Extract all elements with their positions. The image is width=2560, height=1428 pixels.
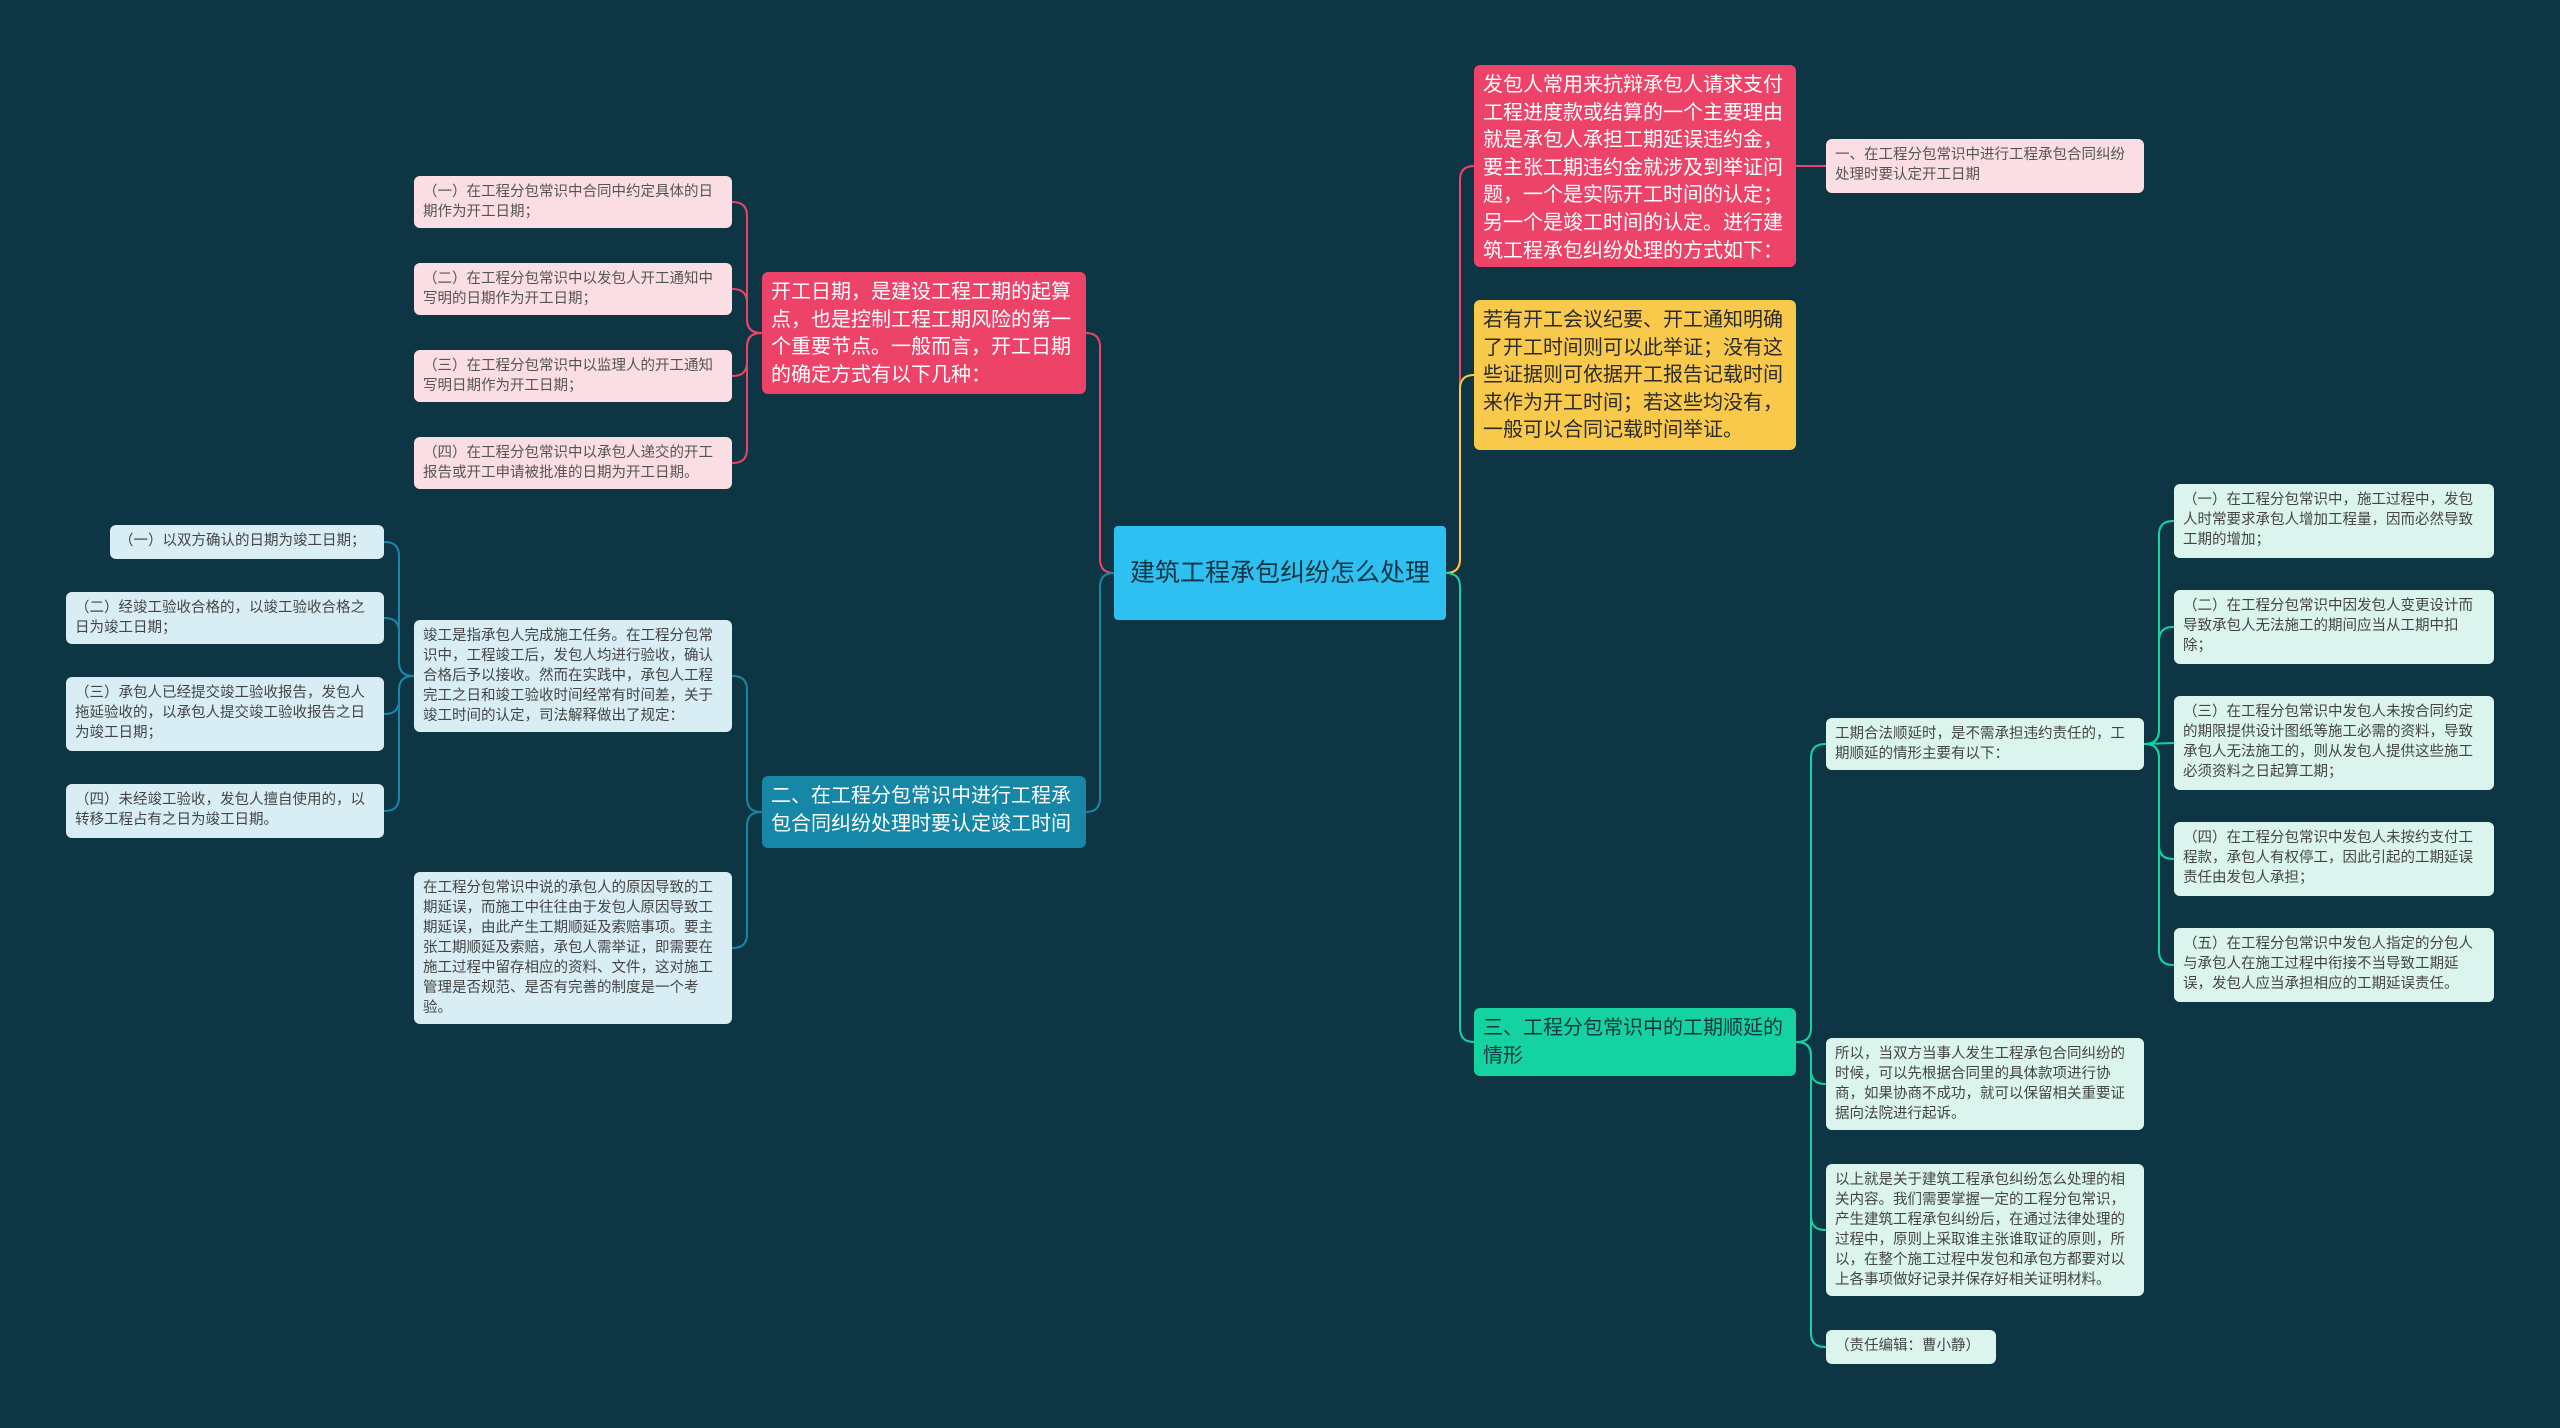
completion-item[interactable]: （三）承包人已经提交竣工验收报告，发包人拖延验收的，以承包人提交竣工验收报告之日…	[66, 677, 384, 751]
extension-cases-title[interactable]: 工期合法顺延时，是不需承担违约责任的，工期顺延的情形主要有以下：	[1826, 718, 2144, 770]
branch-meeting-evidence[interactable]: 若有开工会议纪要、开工通知明确了开工时间则可以此举证；没有这些证据则可依据开工报…	[1474, 300, 1796, 450]
confirm-start-date-item[interactable]: 一、在工程分包常识中进行工程承包合同纠纷处理时要认定开工日期	[1826, 139, 2144, 193]
extension-case-item[interactable]: （四）在工程分包常识中发包人未按约支付工程款，承包人有权停工，因此引起的工期延误…	[2174, 822, 2494, 896]
start-date-item[interactable]: （三）在工程分包常识中以监理人的开工通知写明日期作为开工日期；	[414, 350, 732, 402]
connector-line	[1445, 374, 1475, 574]
branch-extension-cases[interactable]: 三、工程分包常识中的工期顺延的情形	[1474, 1008, 1796, 1076]
extension-case-item[interactable]: （三）在工程分包常识中发包人未按合同约定的期限提供设计图纸等施工必需的资料，导致…	[2174, 696, 2494, 790]
branch-completion-time-label: 二、在工程分包常识中进行工程承包合同纠纷处理时要认定竣工时间	[771, 783, 1071, 835]
completion-item[interactable]: （一）以双方确认的日期为竣工日期；	[110, 525, 384, 559]
start-date-item[interactable]: （二）在工程分包常识中以发包人开工通知中写明的日期作为开工日期；	[414, 263, 732, 315]
connector-line	[384, 617, 414, 677]
branch-start-date-label: 开工日期，是建设工程工期的起算点，也是控制工程工期风险的第一个重要节点。一般而言…	[771, 279, 1071, 386]
article-summary[interactable]: 以上就是关于建筑工程承包纠纷怎么处理的相关内容。我们需要掌握一定的工程分包常识，…	[1826, 1164, 2144, 1296]
root-topic-label: 建筑工程承包纠纷怎么处理	[1129, 557, 1430, 587]
connector-line	[732, 332, 762, 464]
connector-line	[2144, 626, 2174, 745]
branch-dispute-method[interactable]: 发包人常用来抗辩承包人请求支付工程进度款或结算的一个主要理由就是承包人承担工期延…	[1474, 65, 1796, 267]
branch-start-date[interactable]: 开工日期，是建设工程工期的起算点，也是控制工程工期风险的第一个重要节点。一般而言…	[762, 272, 1086, 394]
branch-completion-time[interactable]: 二、在工程分包常识中进行工程承包合同纠纷处理时要认定竣工时间	[762, 776, 1086, 848]
completion-description[interactable]: 竣工是指承包人完成施工任务。在工程分包常识中，工程竣工后，发包人均进行验收，确认…	[414, 620, 732, 732]
branch-dispute-method-label: 发包人常用来抗辩承包人请求支付工程进度款或结算的一个主要理由就是承包人承担工期延…	[1483, 72, 1783, 262]
extension-case-item[interactable]: （一）在工程分包常识中，施工过程中，发包人时常要求承包人增加工程量，因而必然导致…	[2174, 484, 2494, 558]
branch-extension-cases-label: 三、工程分包常识中的工期顺延的情形	[1483, 1015, 1783, 1067]
connector-line	[732, 675, 762, 813]
connector-line	[1085, 572, 1115, 813]
delay-claim-note[interactable]: 在工程分包常识中说的承包人的原因导致的工期延误，而施工中往往由于发包人原因导致工…	[414, 872, 732, 1024]
negotiation-advice[interactable]: 所以，当双方当事人发生工程承包合同纠纷的时候，可以先根据合同里的具体款项进行协商…	[1826, 1038, 2144, 1130]
connector-line	[1445, 572, 1475, 1043]
start-date-item[interactable]: （一）在工程分包常识中合同中约定具体的日期作为开工日期；	[414, 176, 732, 228]
connector-line	[1796, 1041, 1826, 1348]
connector-line	[732, 288, 762, 334]
connector-line	[1085, 332, 1115, 574]
connector-line	[732, 811, 762, 949]
branch-meeting-evidence-label: 若有开工会议纪要、开工通知明确了开工时间则可以此举证；没有这些证据则可依据开工报…	[1483, 307, 1783, 442]
connector-line	[2144, 743, 2174, 966]
completion-item[interactable]: （二）经竣工验收合格的，以竣工验收合格之日为竣工日期；	[66, 592, 384, 644]
start-date-item[interactable]: （四）在工程分包常识中以承包人递交的开工报告或开工申请被批准的日期为开工日期。	[414, 437, 732, 489]
completion-item[interactable]: （四）未经竣工验收，发包人擅自使用的，以转移工程占有之日为竣工日期。	[66, 784, 384, 838]
extension-case-item[interactable]: （五）在工程分包常识中发包人指定的分包人与承包人在施工过程中衔接不当导致工期延误…	[2174, 928, 2494, 1002]
connector-line	[1796, 743, 1826, 1043]
connector-line	[384, 675, 414, 812]
root-topic[interactable]: 建筑工程承包纠纷怎么处理	[1114, 526, 1446, 620]
extension-case-item[interactable]: （二）在工程分包常识中因发包人变更设计而导致承包人无法施工的期间应当从工期中扣除…	[2174, 590, 2494, 664]
responsible-editor[interactable]: （责任编辑：曹小静）	[1826, 1330, 1996, 1364]
